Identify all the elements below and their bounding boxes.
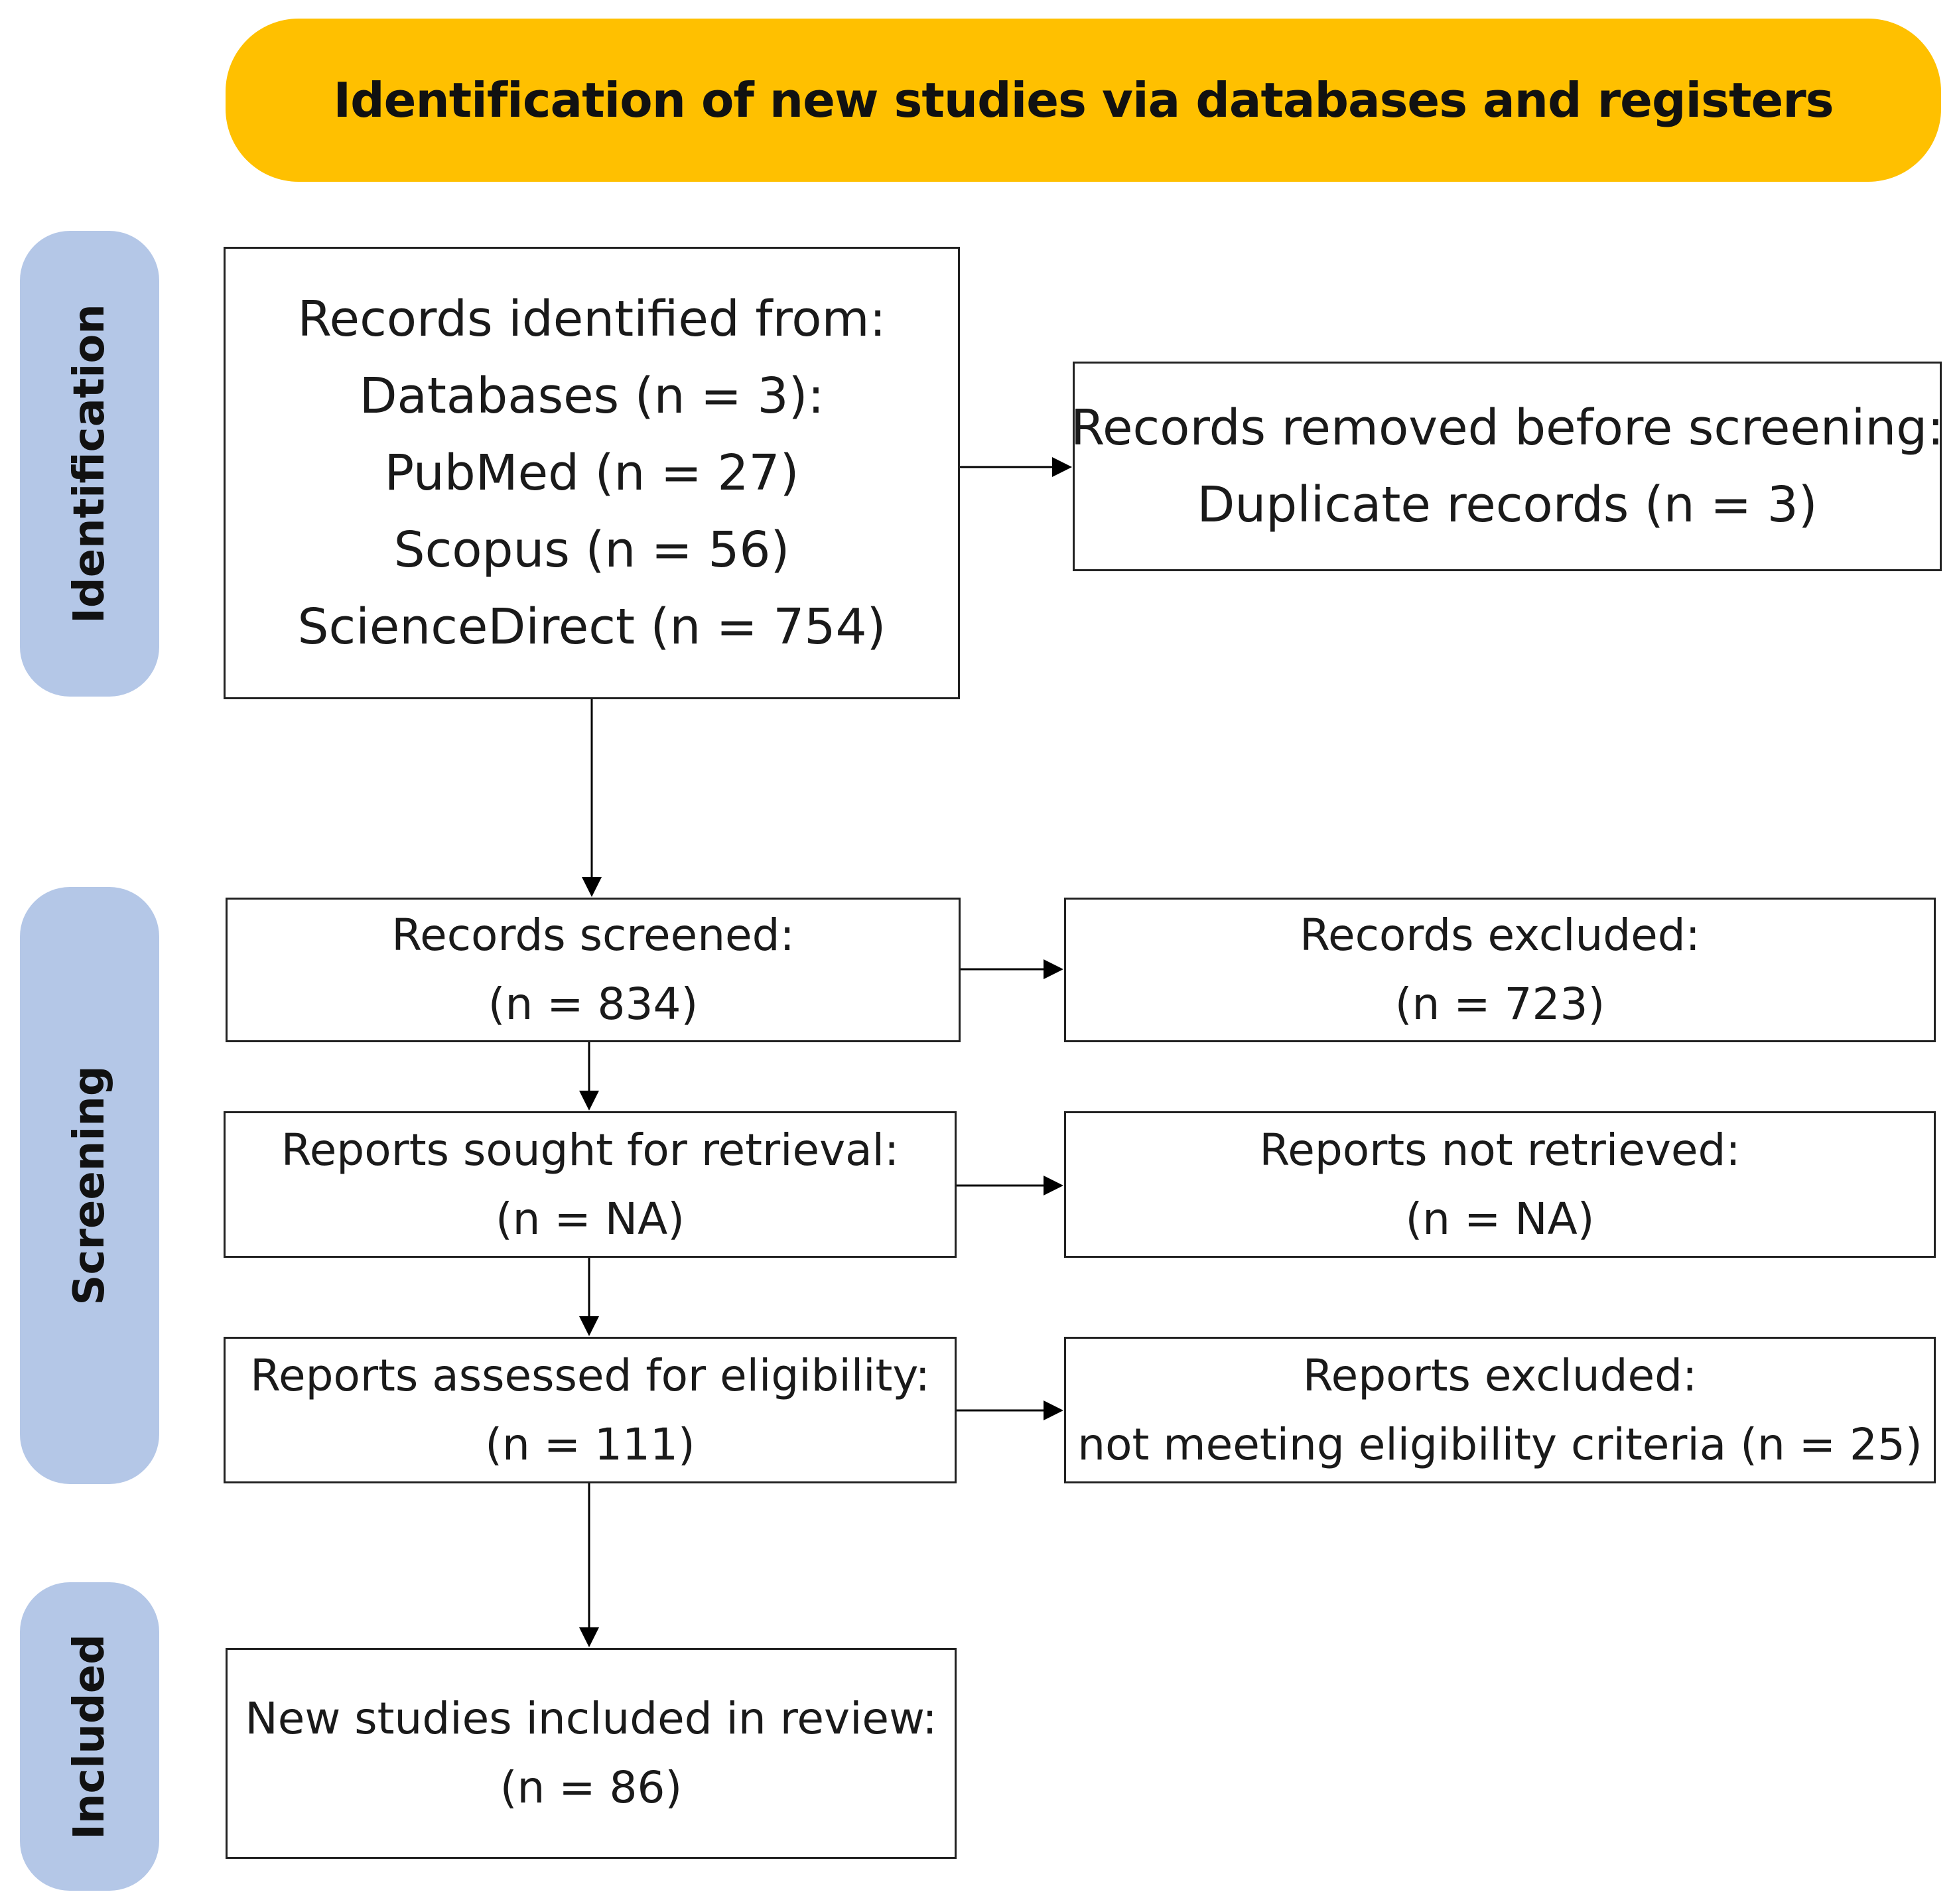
reports-assessed-box: Reports assessed for eligibility: (n = 1… [224, 1337, 957, 1483]
box-line: (n = NA) [1405, 1193, 1595, 1245]
box-line: Records screened: [391, 910, 795, 961]
box-line: Reports not retrieved: [1259, 1124, 1741, 1176]
reports-not-retrieved-box: Reports not retrieved: (n = NA) [1064, 1111, 1936, 1258]
box-line: PubMed (n = 27) [384, 444, 799, 502]
box-line: Reports sought for retrieval: [281, 1124, 900, 1176]
box-line: (n = 834) [488, 979, 699, 1030]
records-excluded-box: Records excluded: (n = 723) [1064, 898, 1936, 1042]
header-title: Identification of new studies via databa… [333, 72, 1834, 128]
phase-screening: Screening [20, 887, 159, 1484]
box-line: Reports assessed for eligibility: [250, 1349, 930, 1401]
box-line: ScienceDirect (n = 754) [297, 598, 886, 655]
box-line: (n = 86) [500, 1762, 683, 1813]
records-identified-box: Records identified from: Databases (n = … [224, 247, 960, 699]
box-line: Records excluded: [1300, 910, 1700, 961]
box-line: (n = 111) [485, 1418, 695, 1470]
box-line: Records removed before screening: [1070, 399, 1944, 456]
box-line: not meeting eligibility criteria (n = 25… [1077, 1418, 1923, 1470]
box-line: Duplicate records (n = 3) [1197, 476, 1818, 533]
studies-included-box: New studies included in review: (n = 86) [226, 1648, 957, 1859]
box-line: (n = 723) [1394, 979, 1605, 1030]
box-line: Records identified from: [297, 291, 886, 348]
box-line: (n = NA) [495, 1193, 685, 1245]
header-banner: Identification of new studies via databa… [226, 19, 1941, 182]
records-screened-box: Records screened: (n = 834) [226, 898, 961, 1042]
box-line: New studies included in review: [245, 1693, 937, 1744]
phase-identification: Identification [20, 231, 159, 697]
box-line: Reports excluded: [1302, 1349, 1698, 1401]
box-line: Databases (n = 3): [359, 368, 825, 425]
box-line: Scopus (n = 56) [393, 521, 790, 578]
phase-included: Included [20, 1582, 159, 1891]
reports-sought-box: Reports sought for retrieval: (n = NA) [224, 1111, 957, 1258]
reports-excluded-box: Reports excluded: not meeting eligibilit… [1064, 1337, 1936, 1483]
records-removed-box: Records removed before screening: Duplic… [1070, 362, 1944, 571]
